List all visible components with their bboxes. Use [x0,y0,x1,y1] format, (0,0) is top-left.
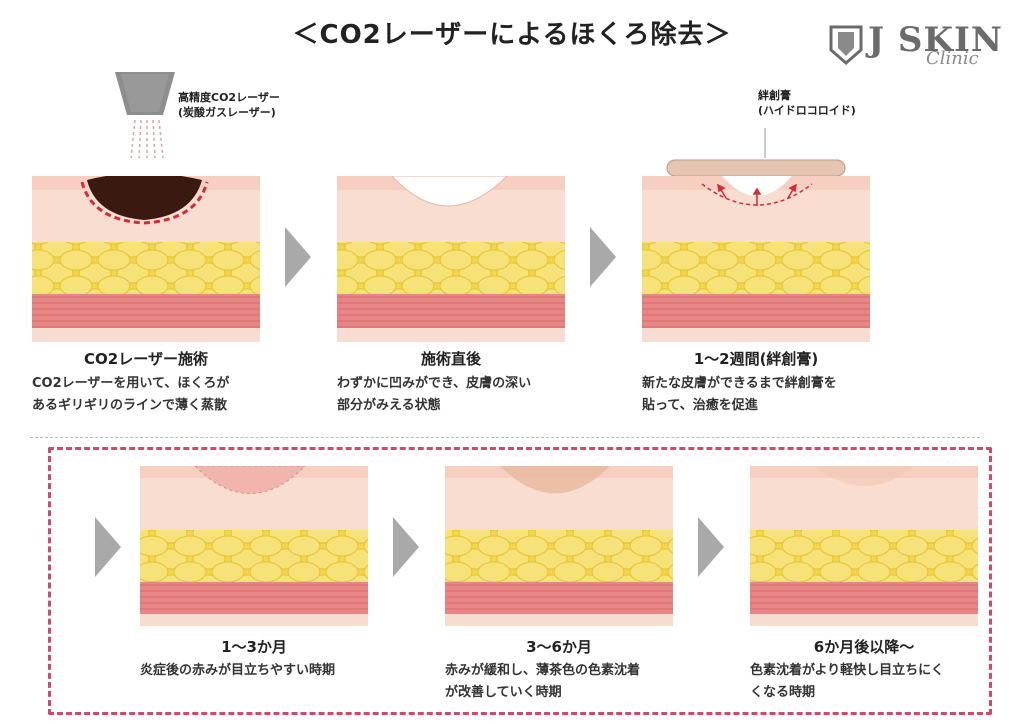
bandage-label-line1: 絆創膏 [758,89,791,102]
skin-panel-6-months [750,466,978,626]
arrow-right-icon [698,517,724,577]
skin-panel-laser [32,176,260,342]
step-title: 1～2週間(絆創膏) [693,350,819,368]
logo: J SKIN Clinic [828,20,1008,72]
skin-panel-healing [642,176,870,342]
shield-logo-icon [829,25,863,65]
divider [30,437,980,438]
skin-panel-1-3-months [140,466,368,626]
step-title: CO2レーザー施術 [84,350,208,368]
arrow-right-icon [285,227,311,287]
arrow-right-icon [95,517,121,577]
arrow-right-icon [393,517,419,577]
step-title: 3～6か月 [526,638,592,656]
page-title: ＜CO2レーザーによるほくろ除去＞ [292,20,732,50]
step-desc: 炎症後の赤みが目立ちやすい時期 [140,660,335,682]
step-desc: 新たな皮膚ができるまで絆創膏を 貼って、治癒を促進 [642,373,837,417]
laser-label-line1: 高精度CO2レーザー [178,91,280,104]
step-desc-line: 貼って、治癒を促進 [642,398,758,413]
step-desc: CO2レーザーを用いて、ほくろが あるギリギリのラインで薄く蒸散 [32,373,229,417]
step-desc-line: 部分がみえる状態 [337,398,441,413]
redness-diagram [194,466,306,494]
laser-label: 高精度CO2レーザー (炭酸ガスレーザー) [178,90,280,120]
skin-panel-post-treatment [337,176,565,342]
step-desc-line: 炎症後の赤みが目立ちやすい時期 [140,663,336,678]
bandage-label-line2: (ハイドロコロイド) [758,104,856,117]
laser-label-line2: (炭酸ガスレーザー) [178,106,276,119]
step-desc-line: CO2レーザーを用いて、ほくろが [32,376,230,391]
arrow-right-icon [590,227,616,287]
step-desc: 赤みが緩和し、薄茶色の色素沈着 が改善していく時期 [445,660,640,704]
logo-main: J SKIN [868,20,1004,60]
step-title: 1～3か月 [221,638,287,656]
step-desc-line: 色素沈着がより軽快し目立ちにく [750,663,944,678]
step-title: 施術直後 [420,350,481,368]
step-desc-line: が改善していく時期 [445,685,562,700]
recovery-frame [48,447,992,715]
pigment-diagram [500,466,610,494]
step-title: 6か月後以降～ [813,638,915,656]
skin-panel-3-6-months [445,466,673,626]
step-desc: わずかに凹みができ、皮膚の深い 部分がみえる状態 [337,373,531,417]
mole-diagram [80,176,209,225]
step-desc-line: 赤みが緩和し、薄茶色の色素沈着 [445,663,641,678]
step-desc-line: あるギリギリのラインで薄く蒸散 [32,398,228,413]
step-desc-line: わずかに凹みができ、皮膚の深い [337,376,532,391]
step-desc-line: 新たな皮膚ができるまで絆創膏を [642,376,837,391]
faded-diagram [815,466,915,486]
crater-diagram [391,176,508,207]
healing-diagram [701,176,813,206]
logo-sub: Clinic [926,48,979,69]
step-desc: 色素沈着がより軽快し目立ちにく くなる時期 [750,660,944,704]
bandage-label: 絆創膏 (ハイドロコロイド) [758,88,856,118]
laser-device-icon [115,72,175,159]
step-desc-line: くなる時期 [750,685,816,700]
